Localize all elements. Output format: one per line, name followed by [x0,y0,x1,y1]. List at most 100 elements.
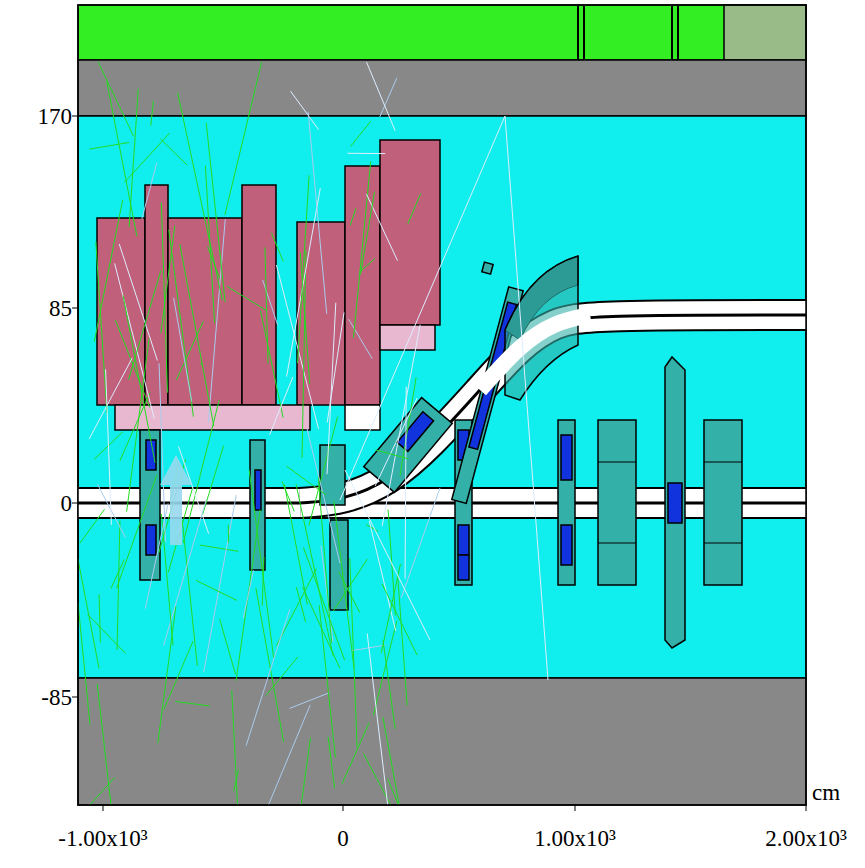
particle-track [89,358,132,439]
particle-track [359,258,375,272]
particle-track [276,265,318,429]
particle-track [159,363,165,541]
particle-track [225,62,262,215]
particle-track [220,619,236,674]
shield-base [345,405,380,430]
particle-track [505,116,548,680]
particle-track [348,319,372,359]
particle-track [298,175,310,363]
particle-track [174,298,192,402]
particle-track [246,609,290,746]
beam-pipe [78,487,806,519]
magnet-seam [704,543,742,544]
particle-track [271,233,283,261]
shield-block [345,166,380,405]
particle-track [340,116,505,500]
particle-track [236,510,260,681]
magnet-coil [255,470,261,510]
particle-track [369,521,395,631]
particle-track [94,200,122,342]
axis-unit: cm [812,781,840,804]
magnet-coil [561,525,572,565]
particle-track [263,280,278,326]
particle-track [227,286,266,310]
particle-track [200,545,238,551]
particle-track [382,325,420,526]
axis-tick-label: 1.00x10³ [534,827,616,850]
particle-track [400,378,416,476]
particle-track [408,193,421,223]
particle-track [88,614,126,653]
particle-track [350,208,356,225]
quadrupole-magnet [558,420,575,585]
particle-arrow [160,455,192,545]
particle-track [196,580,237,600]
particle-track [97,684,111,805]
particle-track [319,605,335,757]
particle-track [80,509,105,543]
particle-track [401,488,440,598]
bending-magnet [364,398,452,493]
shield-block [242,185,276,405]
particle-track [208,219,225,423]
particle-track [276,569,316,646]
particle-track [265,247,268,363]
axis-tick-label: 0 [61,492,73,515]
particle-track [160,139,187,165]
particle-track [206,123,225,302]
particle-track [347,153,385,154]
particle-track [383,717,399,805]
band-divider [583,5,585,60]
shield-block [145,185,168,405]
particle-track [176,321,203,380]
magnet-seam [704,462,742,463]
particle-track [89,142,129,149]
particle-track [388,779,399,805]
top-band [78,5,806,60]
magnet-coil [561,435,572,480]
axis-tick-label: 0 [337,827,349,850]
particle-track [161,226,175,333]
particle-track [327,313,344,423]
shield-block [380,140,440,325]
particle-track [361,192,375,275]
axis-tick [806,805,807,811]
particle-track [243,570,253,618]
magnet-coil [146,525,156,555]
particle-track [161,202,167,392]
particle-track [228,525,229,543]
particle-track [296,484,333,656]
particle-track [183,400,219,543]
particle-track [106,369,112,524]
particle-track [129,89,138,227]
particle-track [256,588,284,742]
particle-track [383,640,395,729]
particle-track [123,295,155,462]
particle-track [381,564,400,653]
axis-tick [103,805,104,811]
particle-track [366,525,378,532]
particle-track [270,377,293,435]
particle-track [308,112,327,314]
tilted-magnet [665,357,685,648]
particle-track [169,230,194,417]
particle-track [262,557,264,606]
axis-tick-label: 85 [49,297,72,320]
particle-track [145,503,168,608]
particle-track [158,607,176,743]
particle-track [289,693,329,709]
magnet-coil [458,525,469,555]
particle-track [129,271,161,380]
magnet-seam [598,543,636,544]
axis-tick [72,697,78,698]
particle-track [107,81,137,236]
band-divider [577,5,579,60]
particle-track [117,521,120,650]
upper-wall [78,60,806,116]
particle-track [296,587,305,622]
particle-track [175,701,209,706]
top-band-end [724,5,806,60]
particle-track [260,311,283,418]
particle-track [309,417,338,525]
